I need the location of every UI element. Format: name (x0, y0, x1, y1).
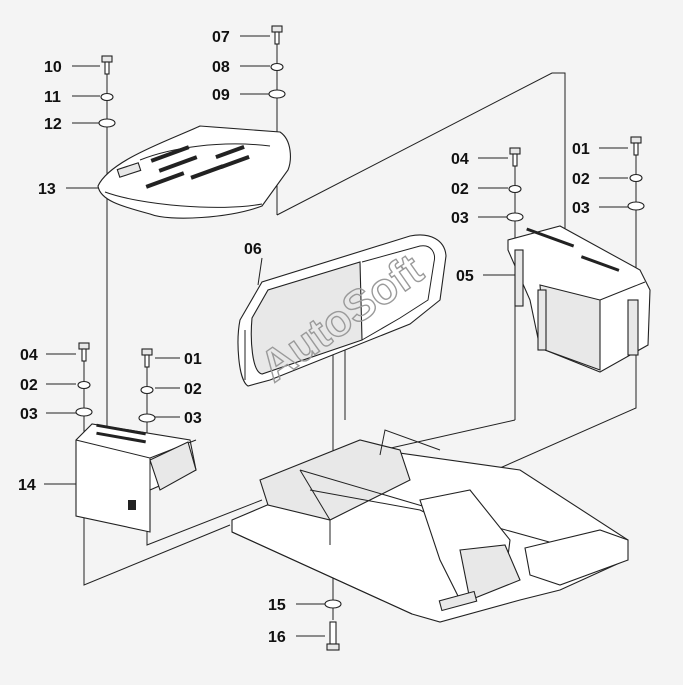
callout-12: 12 (44, 116, 62, 133)
bracket-05 (507, 225, 651, 373)
washer-02-icon (629, 173, 643, 183)
bolt-16-icon (326, 621, 340, 651)
bolt-01-icon (141, 348, 153, 368)
callout-05: 05 (456, 268, 474, 285)
washer-03-icon (138, 413, 156, 423)
callout-02: 02 (572, 171, 590, 188)
top-cover-13 (97, 125, 291, 219)
washer-03-icon (75, 407, 93, 417)
washer-03-icon (506, 212, 524, 222)
callout-03: 03 (20, 406, 38, 423)
washer-03-icon (627, 201, 645, 211)
callout-08: 08 (212, 59, 230, 76)
washer-08-icon (270, 62, 284, 72)
washer-12-icon (98, 118, 116, 128)
washer-02-icon (140, 385, 154, 395)
bolt-07-icon (271, 25, 283, 45)
callout-11: 11 (44, 89, 61, 106)
washer-02-icon (508, 184, 522, 194)
bolt-04-icon (78, 342, 90, 362)
washer-11-icon (100, 92, 114, 102)
callout-09: 09 (212, 87, 230, 104)
callout-13: 13 (38, 181, 56, 198)
callout-16: 16 (268, 629, 286, 646)
callout-06: 06 (244, 241, 262, 258)
callout-10: 10 (44, 59, 62, 76)
panel-frame-06 (237, 234, 447, 387)
washer-02-icon (77, 380, 91, 390)
bolt-01-icon (630, 136, 642, 156)
bolt-04-icon (509, 147, 521, 167)
callout-03: 03 (572, 200, 590, 217)
callout-03: 03 (451, 210, 469, 227)
washer-09-icon (268, 89, 286, 99)
callout-02: 02 (184, 381, 202, 398)
side-box-14 (75, 423, 197, 533)
callout-04: 04 (20, 347, 38, 364)
fasteners (75, 25, 645, 651)
callout-07: 07 (212, 29, 230, 46)
bolt-10-icon (101, 55, 113, 75)
callout-02: 02 (20, 377, 38, 394)
callout-04: 04 (451, 151, 469, 168)
washer-15-icon (324, 599, 342, 609)
callout-03: 03 (184, 410, 202, 427)
callout-01: 01 (572, 141, 590, 158)
callout-02: 02 (451, 181, 469, 198)
main-frame (231, 429, 629, 623)
callout-01: 01 (184, 351, 202, 368)
callout-labels: 07 08 09 10 11 12 13 06 04 02 03 05 01 0… (18, 29, 590, 646)
vent-slots (145, 144, 250, 189)
callout-15: 15 (268, 597, 286, 614)
callout-14: 14 (18, 477, 36, 494)
